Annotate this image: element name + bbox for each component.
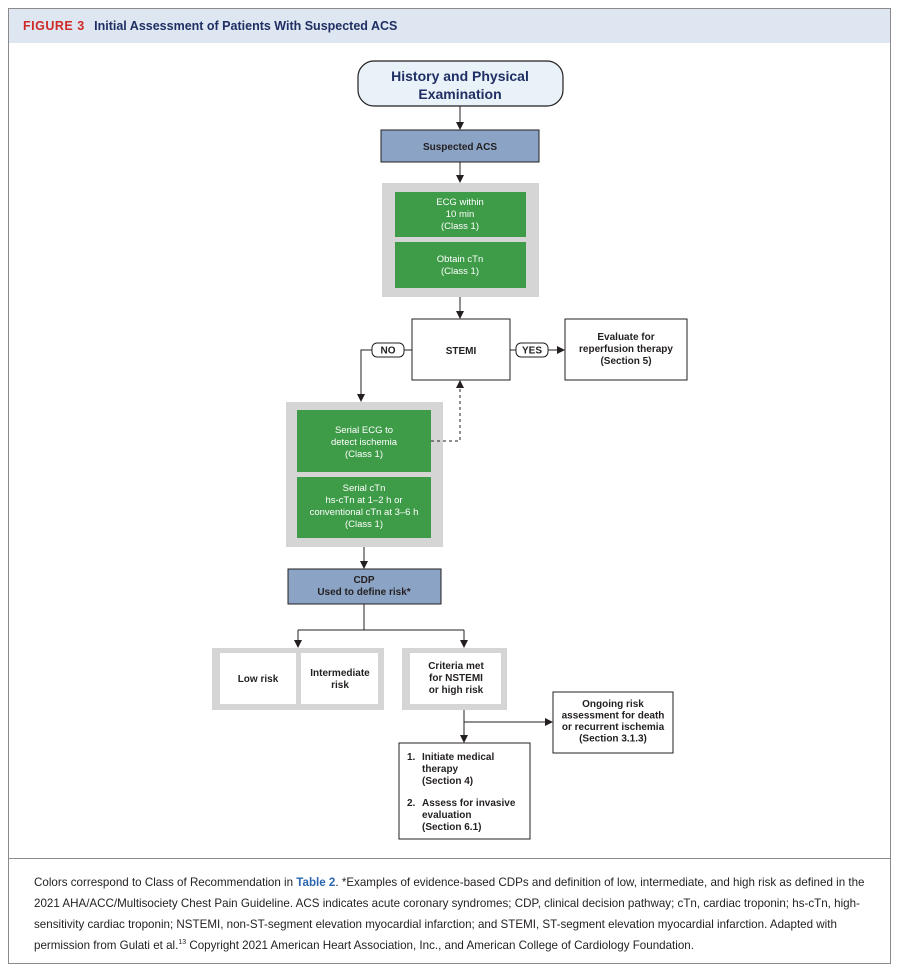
serial-ctn-box (297, 477, 431, 538)
text-line: (Class 1) (441, 221, 479, 232)
text-line: ECG within (436, 197, 484, 208)
caption-separator (9, 858, 890, 859)
low-risk-box (220, 653, 296, 704)
text-line: (Section 6.1) (422, 822, 481, 833)
text-line: (Section 4) (422, 776, 473, 787)
caption-text-2: . *Examples of evidence-based CDPs and d… (34, 876, 865, 952)
text-line: Initiate medical (422, 752, 494, 763)
figure-frame (8, 8, 891, 964)
criteria-box (410, 653, 501, 704)
text-line: Suspected ACS (423, 142, 497, 153)
text-line: conventional cTn at 3–6 h (310, 507, 419, 518)
text-line: Ongoing risk (582, 699, 644, 710)
text-line: (Section 3.1.3) (579, 734, 647, 745)
text-line: Obtain cTn (437, 254, 483, 265)
reference-superscript[interactable]: 13 (178, 939, 187, 947)
text-line: (Class 1) (441, 266, 479, 277)
text-line: CDP (353, 575, 374, 586)
yes-label: YES (522, 346, 542, 357)
text-line: Criteria met (428, 661, 484, 672)
figure-title: Initial Assessment of Patients With Susp… (94, 19, 398, 33)
arrow-no-to-serial (357, 349, 372, 402)
text-line: History and Physical (391, 68, 529, 84)
text-line: Used to define risk* (317, 587, 410, 598)
therapy-item1-number: 1. (407, 752, 416, 763)
text-line: Intermediate (310, 668, 370, 679)
obtain-ctn-text: Obtain cTn(Class 1) (437, 254, 483, 277)
no-label: NO (381, 346, 396, 357)
text-line: STEMI (446, 346, 477, 357)
text-line: for NSTEMI (429, 673, 483, 684)
yes-tag (515, 342, 549, 358)
text-line: or high risk (429, 685, 484, 696)
text-line: hs-cTn at 1–2 h or (325, 495, 402, 506)
cdp-box (287, 568, 442, 605)
text-line: assessment for death (562, 711, 665, 722)
reperfusion-box (564, 318, 688, 381)
no-tag (371, 342, 405, 358)
serial-ecg-box (297, 410, 431, 472)
text-line: Assess for invasive (422, 798, 516, 809)
text-line: evaluation (422, 810, 471, 821)
text-line: detect ischemia (331, 437, 398, 448)
text-line: Examination (418, 86, 501, 102)
text-line: (Section 5) (600, 356, 651, 367)
table-2-link[interactable]: Table 2 (296, 876, 336, 889)
figure-header: FIGURE 3 Initial Assessment of Patients … (9, 9, 890, 43)
suspected-acs-text: Suspected ACS (423, 142, 497, 153)
text-line: Low risk (238, 674, 279, 685)
text-line: Serial ECG to (335, 425, 393, 436)
ecg-box (395, 192, 526, 237)
figure-label: FIGURE 3 (23, 19, 85, 33)
stemi-text: STEMI (446, 346, 477, 357)
text-line: Evaluate for (597, 332, 654, 343)
text-line: therapy (422, 764, 459, 775)
text-line: (Class 1) (345, 449, 383, 460)
obtain-ctn-box (395, 242, 526, 288)
suspected-acs-box (380, 129, 540, 163)
caption-text-1: Colors correspond to Class of Recommenda… (34, 876, 297, 889)
text-line: (Class 1) (345, 519, 383, 530)
text-line: Serial cTn (343, 483, 386, 494)
dashed-feedback-arrow (431, 380, 464, 442)
ongoing-risk-box (552, 691, 674, 754)
text-line: or recurrent ischemia (562, 722, 665, 733)
figure-caption: Colors correspond to Class of Recommenda… (34, 872, 874, 956)
text-line: reperfusion therapy (579, 344, 673, 355)
text-line: 10 min (446, 209, 475, 220)
therapy-item2-number: 2. (407, 798, 416, 809)
caption-text-3: Copyright 2021 American Heart Associatio… (186, 939, 694, 952)
therapy-box (398, 742, 531, 840)
low-risk-text: Low risk (238, 674, 279, 685)
text-line: risk (331, 680, 349, 691)
intermediate-risk-box (301, 653, 378, 704)
